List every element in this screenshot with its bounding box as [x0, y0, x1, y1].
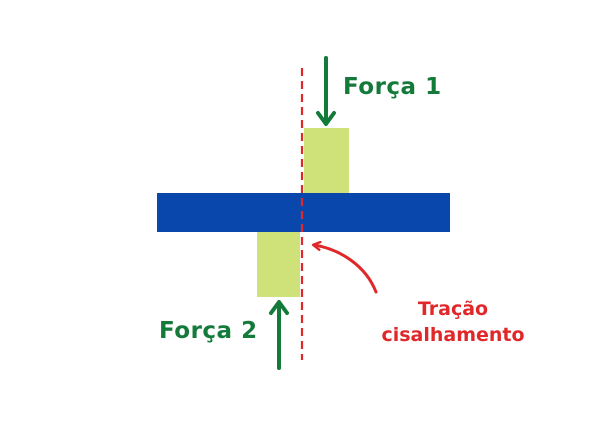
shear-label: Tração cisalhamento	[370, 296, 536, 348]
upper-block	[304, 128, 349, 194]
shear-label-line-2: cisalhamento	[381, 324, 525, 346]
force-2-label: Força 2	[159, 318, 258, 344]
shear-pointer-arrow	[314, 245, 378, 294]
force-2-arrow	[269, 300, 289, 370]
force-1-arrow	[316, 56, 336, 126]
shear-label-line-1: Tração	[417, 298, 489, 320]
force-1-label: Força 1	[343, 74, 442, 100]
horizontal-beam	[157, 193, 450, 232]
lower-block	[257, 231, 300, 297]
